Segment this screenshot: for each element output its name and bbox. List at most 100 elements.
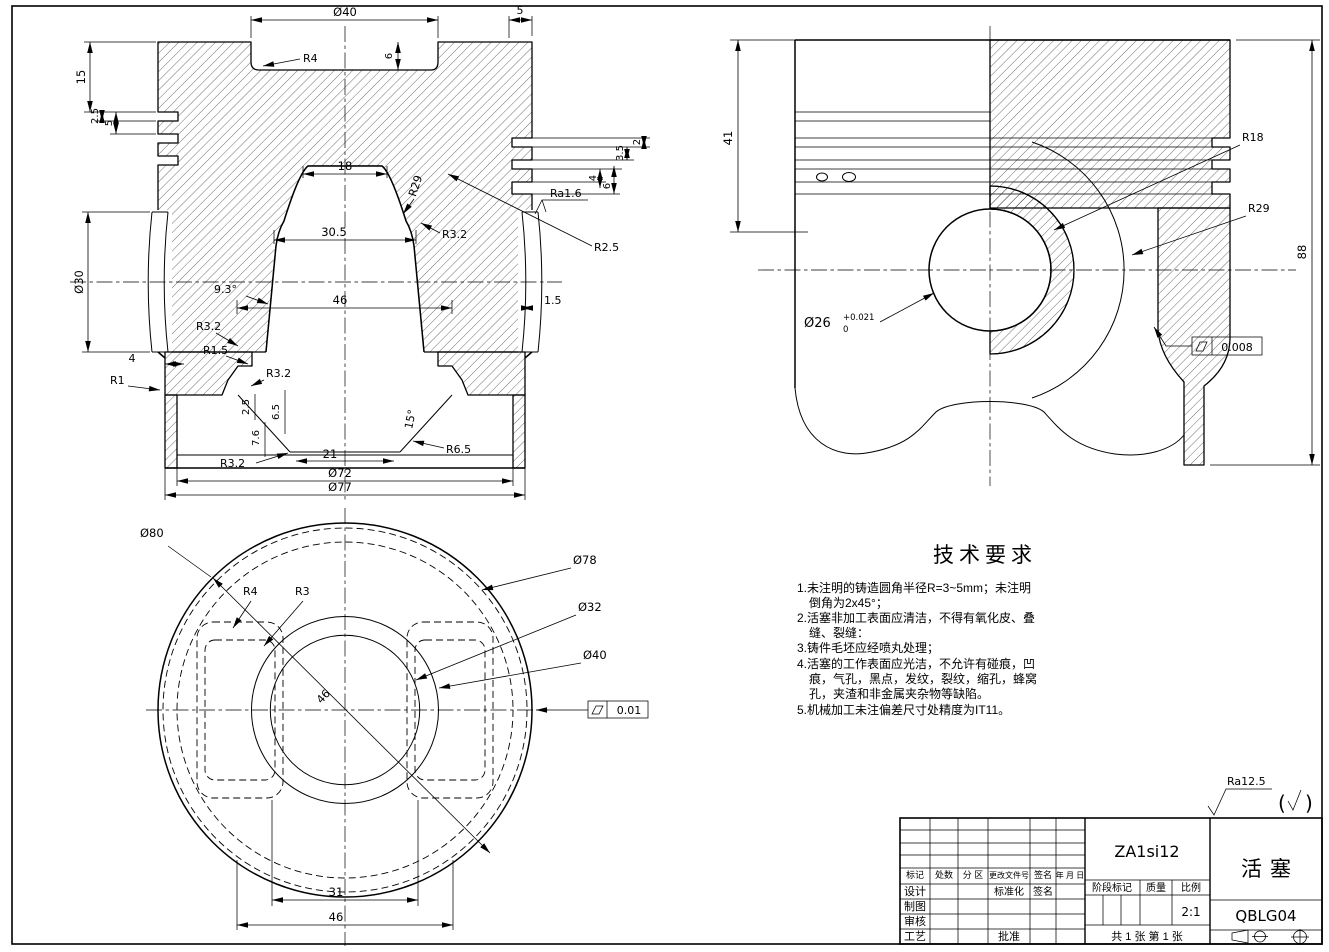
tech-req-line: 1.未注明的铸造圆角半径R=3~5mm；未注明 bbox=[797, 580, 1031, 595]
dim-fillet-r32c: R3.2 bbox=[266, 367, 291, 380]
projection-symbol-icon bbox=[1231, 929, 1268, 944]
dim-cavity-flat: 18 bbox=[338, 159, 353, 173]
dim-opening-21: 21 bbox=[323, 447, 338, 461]
dim-r29: R29 bbox=[1248, 202, 1270, 215]
tb-rev-mark: 标记 bbox=[906, 869, 924, 880]
dim-pin-bore-tol-upper: +0.021 bbox=[843, 313, 874, 323]
skirt-bottom-curve bbox=[794, 387, 1185, 465]
dim-d80: Ø80 bbox=[140, 526, 164, 540]
tb-rev-date: 年 月 日 bbox=[1056, 870, 1084, 880]
dim-bowl-fillet: R4 bbox=[303, 52, 318, 65]
side-dimensions: 41 88 R18 R29 Ø26 +0.021 0 0.008 bbox=[721, 39, 1320, 466]
tech-req-line: 倒角为2x45°； bbox=[809, 596, 888, 610]
tech-req-line: 2.活塞非加工表面应清洁，不得有氧化皮、叠 bbox=[797, 610, 1035, 625]
tb-approve: 批准 bbox=[998, 929, 1020, 943]
dim-fillet-r32a: R3.2 bbox=[442, 228, 467, 241]
dim-r18: R18 bbox=[1242, 131, 1264, 144]
dim-fillet-r65: R6.5 bbox=[446, 443, 471, 456]
dim-46-diagonal: 46 bbox=[314, 687, 333, 706]
front-right-boss-section bbox=[437, 351, 526, 396]
dim-bowl-depth: 6 bbox=[384, 53, 395, 59]
tech-req-line: 孔，夹渣和非金属夹杂物等缺陷。 bbox=[809, 686, 989, 701]
dim-fillet-r25: R2.5 bbox=[594, 241, 619, 254]
dim-wall-4: 4 bbox=[129, 352, 136, 365]
dim-ring-groove-35: 3.5 bbox=[615, 145, 626, 161]
dim-skirt-25: 2.5 bbox=[241, 399, 252, 415]
tb-standardize: 标准化 bbox=[994, 885, 1024, 898]
top-dimensions: Ø80 Ø78 Ø32 Ø40 R4 R3 46 31 46 0.01 bbox=[140, 526, 649, 930]
top-view: Ø80 Ø78 Ø32 Ø40 R4 R3 46 31 46 0.01 bbox=[140, 508, 649, 946]
tb-rev-count: 处数 bbox=[935, 869, 953, 880]
front-section-view: Ø40 5 R4 6 15 2.5 5 18 R29 2 3.5 4 bbox=[70, 4, 650, 500]
flatness-frame-top: 0.01 bbox=[536, 700, 649, 719]
oil-hole-1 bbox=[816, 172, 828, 182]
tech-req-title: 技术要求 bbox=[933, 544, 1037, 567]
boss-arc-r18 bbox=[989, 185, 1075, 355]
side-crown-section bbox=[989, 39, 1231, 209]
flatness-value-top: 0.01 bbox=[617, 704, 642, 717]
dim-cavity-radius: R29 bbox=[406, 174, 425, 199]
datum-target-icon bbox=[1291, 929, 1309, 945]
front-dimensions: Ø40 5 R4 6 15 2.5 5 18 R29 2 3.5 4 bbox=[72, 4, 650, 500]
surface-roughness-ra16: Ra1.6 bbox=[550, 187, 582, 200]
drawing-frame bbox=[11, 5, 1323, 945]
dim-skirt-76: 7.6 bbox=[251, 430, 262, 446]
dim-skirt-angle: 15° bbox=[402, 408, 419, 430]
front-right-skirt-wall bbox=[512, 394, 526, 469]
tech-req-line: 痕，气孔，黑点，发纹，裂纹，缩孔，蜂窝 bbox=[809, 671, 1037, 686]
tech-req-line: 缝、裂缝： bbox=[809, 625, 869, 640]
dim-draft-angle: 9.3° bbox=[214, 283, 237, 296]
roughness-value: Ra12.5 bbox=[1227, 775, 1266, 788]
dim-skirt-inner-dia: Ø72 bbox=[328, 466, 352, 480]
oil-hole-2 bbox=[842, 172, 856, 182]
dim-fillet-r32d: R3.2 bbox=[220, 457, 245, 470]
tb-role-design: 设计 bbox=[904, 885, 926, 898]
front-left-boss-section bbox=[164, 351, 253, 396]
tech-req-line: 4.活塞的工作表面应光洁，不允许有碰痕，凹 bbox=[797, 656, 1035, 671]
dim-d78: Ø78 bbox=[573, 553, 597, 567]
dim-fillet-r15: R1.5 bbox=[203, 344, 228, 357]
tb-part-name: 活塞 bbox=[1241, 858, 1299, 881]
dim-groove-pitch: 5 bbox=[104, 120, 115, 126]
dim-41: 41 bbox=[721, 131, 735, 146]
dim-top-chamfer: 5 bbox=[517, 4, 524, 17]
tb-material-code: ZA1si12 bbox=[1114, 842, 1179, 861]
tb-sign2: 签名 bbox=[1033, 885, 1053, 898]
dim-fillet-r1: R1 bbox=[110, 374, 125, 387]
side-wall-section bbox=[1157, 207, 1231, 466]
dim-ring-groove-2: 2 bbox=[632, 139, 643, 145]
dim-skirt-outer-dia: Ø77 bbox=[328, 480, 352, 494]
side-section-view: 41 88 R18 R29 Ø26 +0.021 0 0.008 bbox=[721, 26, 1320, 486]
title-block: 标记 处数 分 区 更改文件号 签名 年 月 日 设计 制图 审核 工艺 标准化… bbox=[899, 817, 1323, 945]
tech-req-line: 5.机械加工未注偏差尺寸处精度为IT11。 bbox=[797, 702, 1010, 717]
tb-role-check: 审核 bbox=[904, 914, 926, 928]
dim-r4-pocket: R4 bbox=[243, 585, 258, 598]
tb-rev-docno: 更改文件号 bbox=[989, 870, 1029, 880]
dim-ring-groove-4: 4 bbox=[588, 175, 599, 181]
dim-d32: Ø32 bbox=[578, 600, 602, 614]
front-left-skirt-wall bbox=[164, 394, 178, 469]
dim-pin-bore-tol-lower: 0 bbox=[843, 325, 848, 335]
tb-rev-sign: 签名 bbox=[1034, 869, 1052, 880]
tb-role-draft: 制图 bbox=[904, 900, 926, 913]
tb-rev-zone: 分 区 bbox=[963, 870, 984, 880]
tb-role-process: 工艺 bbox=[904, 930, 926, 943]
tb-mass-label: 质量 bbox=[1146, 882, 1166, 894]
dim-ring-groove-6: 6 bbox=[602, 183, 613, 189]
dim-groove-width: 2.5 bbox=[90, 108, 101, 124]
tb-sheet-count: 共 1 张 第 1 张 bbox=[1111, 929, 1183, 943]
dim-inner-width: 46 bbox=[333, 293, 348, 307]
dim-pin-bore: Ø30 bbox=[72, 270, 86, 294]
dim-31: 31 bbox=[329, 885, 344, 899]
dim-46-bottom: 46 bbox=[329, 910, 344, 924]
tb-scale-label: 比例 bbox=[1181, 881, 1201, 894]
roughness-note: Ra12.5 ( ) bbox=[1207, 775, 1313, 816]
technical-requirements: 技术要求 1.未注明的铸造圆角半径R=3~5mm；未注明 倒角为2x45°； 2… bbox=[797, 544, 1037, 717]
paren-close: ) bbox=[1305, 791, 1313, 815]
dim-cavity-width: 30.5 bbox=[321, 225, 347, 239]
flatness-frame-side: 0.008 bbox=[1153, 326, 1263, 356]
tech-req-line: 3.铸件毛坯应经喷丸处理； bbox=[797, 640, 939, 655]
tb-stage-label: 阶段标记 bbox=[1092, 881, 1132, 894]
dim-fillet-r32b: R3.2 bbox=[196, 320, 221, 333]
